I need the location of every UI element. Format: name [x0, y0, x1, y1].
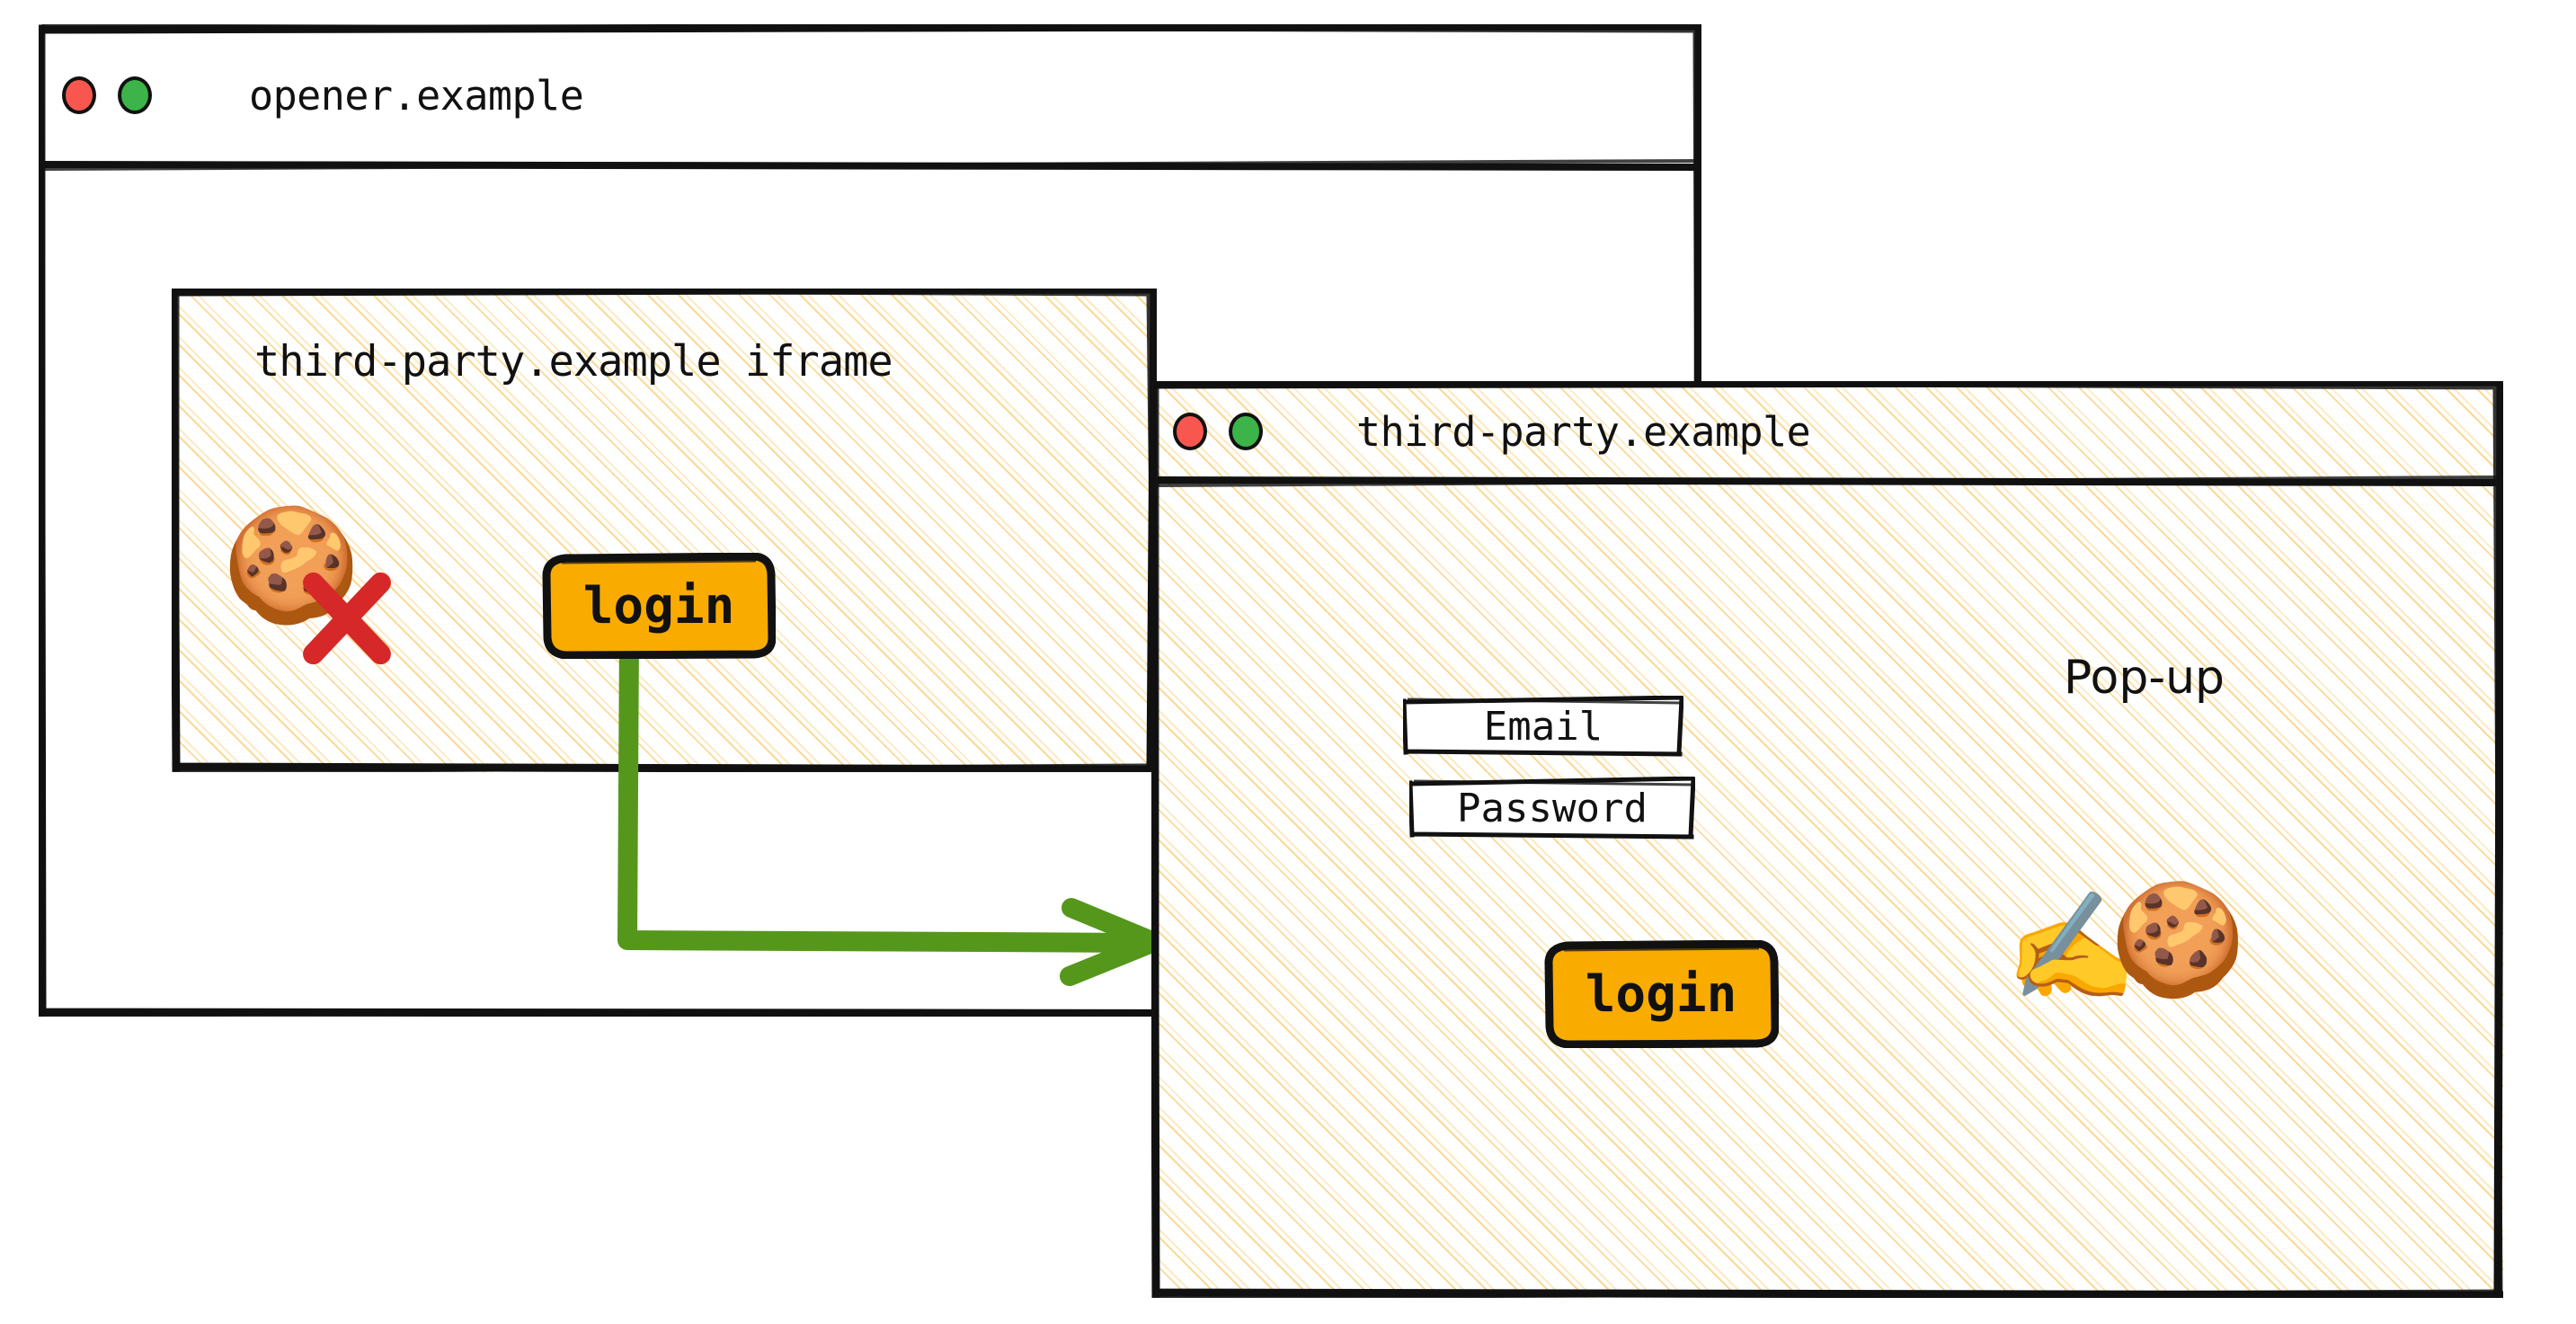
maximize-dot[interactable] — [118, 76, 152, 114]
popup-annotation-label: Pop-up — [2064, 651, 2225, 705]
email-field-label: Email — [1483, 703, 1603, 750]
password-field-label: Password — [1457, 785, 1648, 831]
third-party-iframe: third-party.example iframe 🍪 login — [172, 289, 1157, 772]
iframe-login-button[interactable]: login — [542, 553, 776, 659]
email-field[interactable]: Email — [1403, 696, 1683, 757]
iframe-login-button-label: login — [582, 576, 735, 635]
maximize-dot[interactable] — [1229, 413, 1263, 450]
iframe-label: third-party.example iframe — [254, 337, 893, 387]
close-dot[interactable] — [1173, 413, 1207, 450]
writing-hand-icon: ✍️ — [2005, 884, 2137, 1009]
cross-mark-glyph — [303, 572, 391, 665]
popup-browser-window: third-party.example Email Password — [1151, 381, 2503, 1298]
close-dot[interactable] — [62, 76, 96, 114]
blocked-cross-icon — [298, 569, 396, 683]
cookie-icon: 🍪 — [2110, 875, 2246, 1003]
popup-window-title: third-party.example — [1356, 407, 1811, 456]
popup-hatch-background — [1151, 381, 2503, 1298]
popup-login-button-label: login — [1585, 964, 1737, 1024]
opener-titlebar: opener.example — [39, 24, 1701, 166]
popup-titlebar: third-party.example — [1151, 381, 2503, 482]
opener-window-title: opener.example — [249, 71, 584, 120]
password-field[interactable]: Password — [1409, 777, 1695, 840]
popup-login-button[interactable]: login — [1543, 940, 1779, 1048]
